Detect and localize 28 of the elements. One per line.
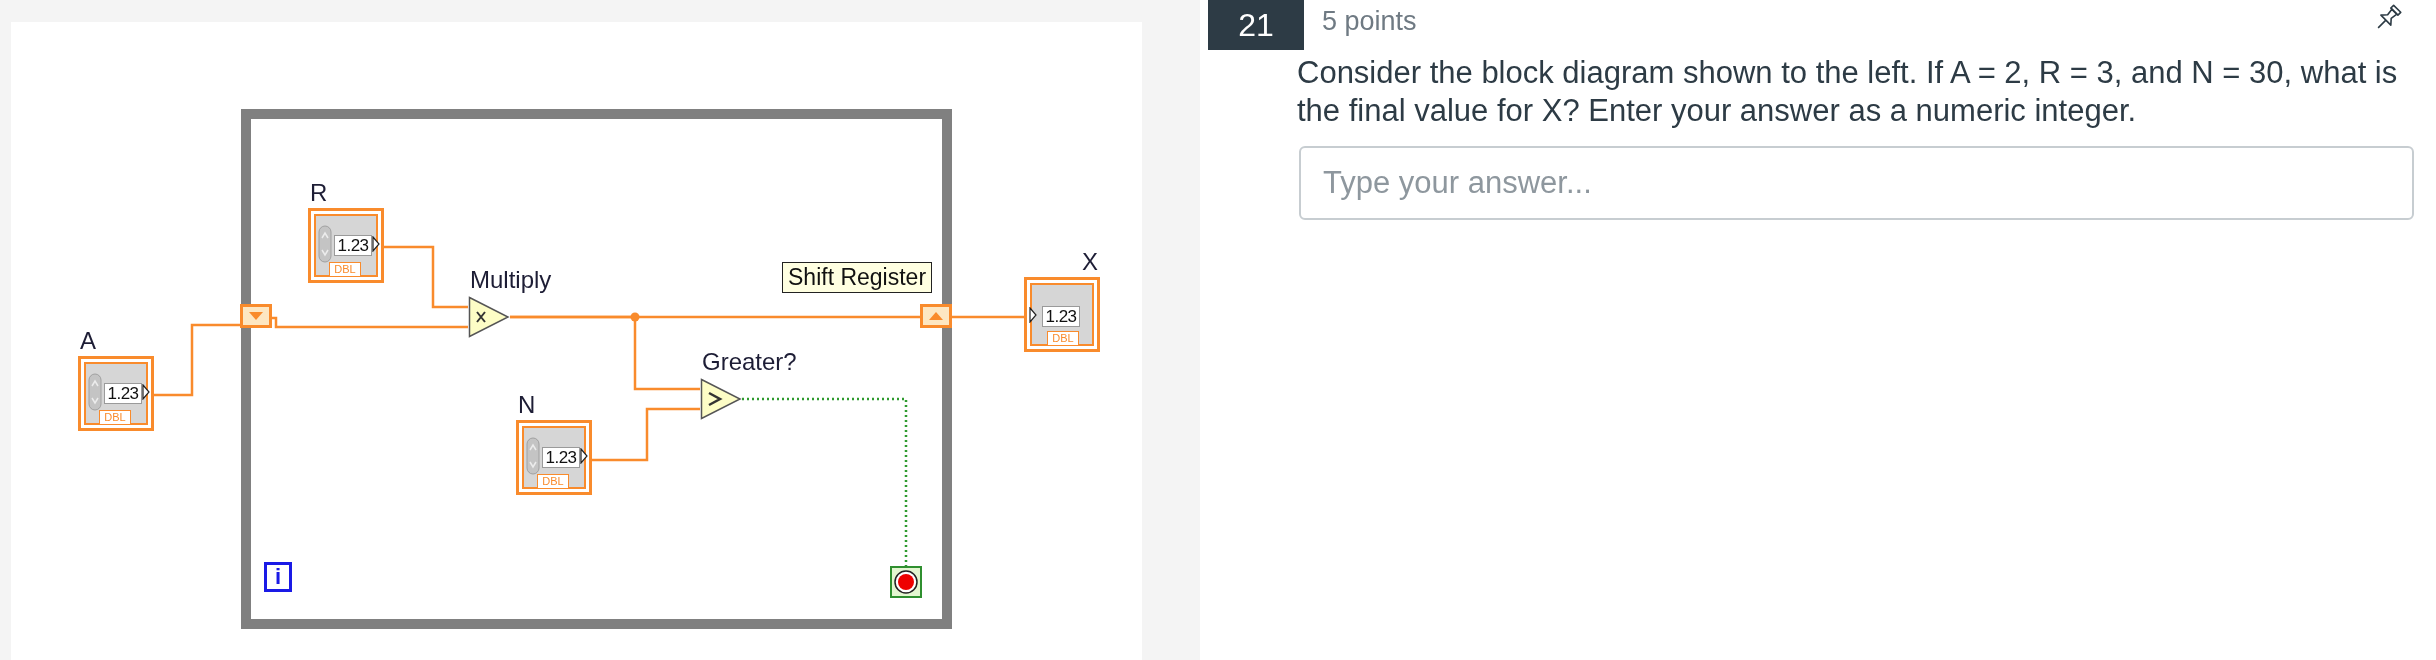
wire xyxy=(952,315,1024,319)
while-loop-frame xyxy=(241,109,952,629)
question-number: 21 xyxy=(1208,0,1304,50)
shift-register-icon xyxy=(920,304,952,328)
terminal-label: X xyxy=(1082,250,1098,274)
value-display: 1.23 xyxy=(1042,306,1080,327)
data-type-tag: DBL xyxy=(329,262,361,277)
terminal-label: R xyxy=(310,181,328,205)
shift-register-icon xyxy=(240,304,272,328)
wire xyxy=(384,245,468,309)
iteration-terminal: i xyxy=(264,562,292,592)
function-label: Multiply xyxy=(470,268,552,292)
function-label: Greater? xyxy=(702,350,797,374)
wire xyxy=(272,316,468,329)
data-type-tag: DBL xyxy=(1047,331,1079,346)
terminal-label: N xyxy=(518,393,536,417)
data-type-tag: DBL xyxy=(537,474,569,489)
points-value: 5 points xyxy=(1322,5,1417,37)
name-label: Shift Register xyxy=(782,262,933,293)
wire xyxy=(154,323,240,397)
question-text: Consider the block diagram shown to the left. If A = 2, R = 3, and N = 30, what is the final value for X? Enter your answer as a numeric integer. xyxy=(1297,54,2399,130)
wire xyxy=(510,315,700,391)
answer-field: Type your answer... xyxy=(1299,146,2414,220)
wire xyxy=(742,397,908,566)
terminal-label: A xyxy=(80,329,96,353)
data-type-tag: DBL xyxy=(99,410,131,425)
wire xyxy=(592,407,700,462)
stop-terminal-icon xyxy=(890,566,922,598)
